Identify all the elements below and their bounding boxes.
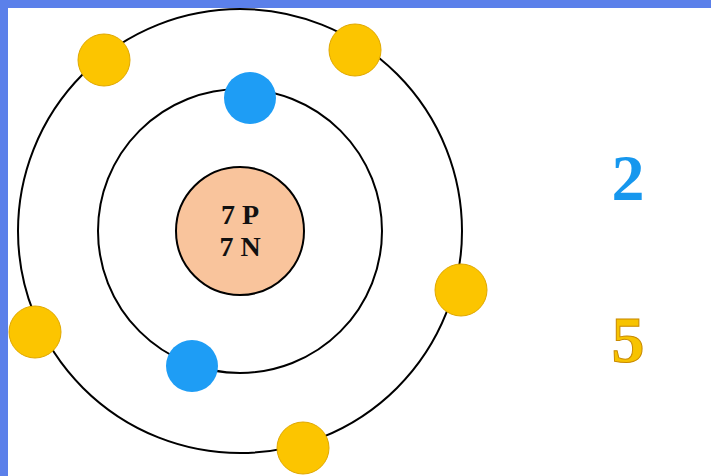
nucleus-shape <box>176 167 304 295</box>
electron <box>9 306 61 358</box>
frame-bar <box>0 0 8 476</box>
frame-bar <box>0 0 711 8</box>
electron-count: 2 <box>612 145 645 211</box>
electron <box>166 340 218 392</box>
nucleus-circle: 7 P7 N <box>175 166 305 296</box>
nucleus-count: 7 P <box>219 199 260 231</box>
nucleus-count: 7 N <box>219 231 260 263</box>
inner-orbit <box>98 89 382 373</box>
electron <box>435 264 487 316</box>
electron-count: 5 <box>612 307 645 373</box>
electron <box>224 72 276 124</box>
electron <box>277 422 329 474</box>
electron <box>329 24 381 76</box>
outer-electrons <box>9 24 487 474</box>
electron <box>78 34 130 86</box>
outer-orbit <box>18 9 462 453</box>
